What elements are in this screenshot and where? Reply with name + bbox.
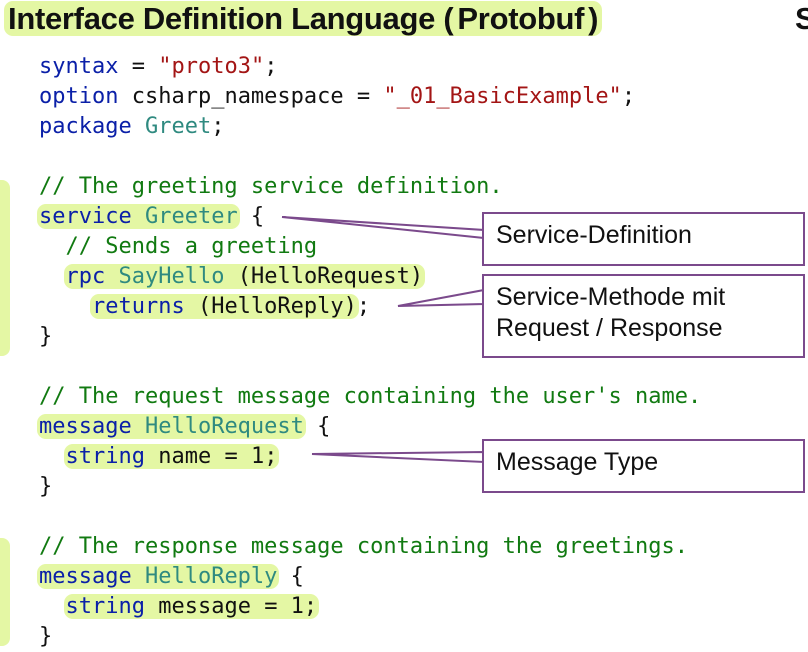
connector-service-definition xyxy=(281,216,485,240)
code-line-message-reply: message HelloReply { xyxy=(37,564,304,589)
code-line-rpc: rpc SayHello (HelloRequest) xyxy=(39,262,426,292)
code-line-message-request: message HelloRequest { xyxy=(37,414,331,439)
code-line-option: option csharp_namespace = "_01_BasicExam… xyxy=(39,84,636,109)
callout-service-definition: Service-Definition xyxy=(482,212,805,266)
code-brace-service-close: } xyxy=(39,324,53,349)
code-line-syntax: syntax = "proto3"; xyxy=(39,54,278,79)
connector-service-method xyxy=(397,288,485,307)
callout-service-method: Service-Methode mit Request / Response xyxy=(482,274,805,358)
highlight-rpc-sayhello: rpc SayHello (HelloRequest) xyxy=(63,264,426,289)
slide-title: Interface Definition Language (Protobuf) xyxy=(4,0,603,40)
highlight-message-hellorequest: message HelloRequest xyxy=(37,414,306,439)
code-line-returns: returns (HelloReply); xyxy=(89,294,371,319)
highlight-message-helloreply: message HelloReply xyxy=(37,564,280,589)
title-highlight-protobuf: Protobuf xyxy=(453,1,589,36)
code-line-package: package Greet; xyxy=(39,114,225,139)
title-cut-letter: S xyxy=(795,1,808,36)
side-highlight-bar-service xyxy=(0,180,10,356)
highlight-returns: returns (HelloReply) xyxy=(89,294,359,319)
title-highlight-main: Interface Definition Language (Protobuf) xyxy=(4,1,603,36)
side-highlight-bar-reply xyxy=(0,538,10,646)
title-suffix: ) xyxy=(588,1,599,36)
code-brace-reply-close: } xyxy=(39,624,53,649)
highlight-field-message: string message = 1; xyxy=(63,594,320,619)
code-line-service: service Greeter { xyxy=(37,204,265,229)
code-line-field-name: string name = 1; xyxy=(39,442,280,472)
highlight-service-greeter: service Greeter xyxy=(37,204,240,229)
title-prefix: Interface Definition Language ( xyxy=(8,1,454,36)
code-brace-request-close: } xyxy=(39,474,53,499)
code-comment-response: // The response message containing the g… xyxy=(39,534,689,559)
callout-message-type: Message Type xyxy=(482,439,805,493)
code-comment-service: // The greeting service definition. xyxy=(39,174,503,199)
code-line-field-message: string message = 1; xyxy=(39,592,320,622)
highlight-field-name: string name = 1; xyxy=(63,444,280,469)
code-comment-request: // The request message containing the us… xyxy=(39,384,702,409)
code-comment-sends-greeting: // Sends a greeting xyxy=(65,234,318,259)
connector-message-type xyxy=(311,450,485,464)
